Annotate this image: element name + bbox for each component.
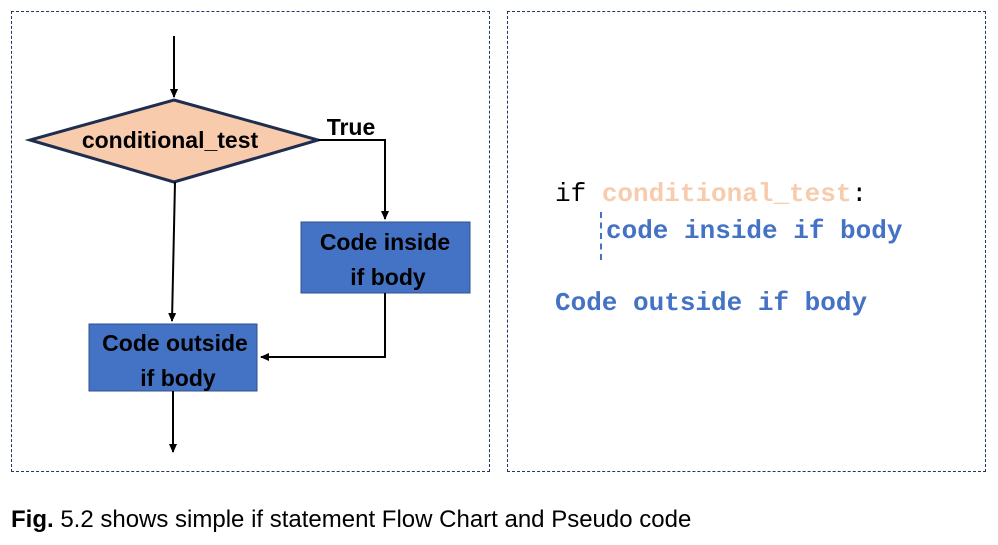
code-inside-label-line1: Code inside bbox=[320, 229, 450, 255]
code-inside-box bbox=[300, 221, 471, 294]
code-inside-label-line2: if body bbox=[350, 264, 426, 290]
condition-text: conditional_test bbox=[601, 179, 852, 209]
caption-text: 5.2 shows simple if statement Flow Chart… bbox=[53, 506, 692, 533]
code-outside-label-line1: Code outside bbox=[102, 330, 248, 356]
code-outside-box bbox=[88, 323, 258, 392]
decision-label: conditional_test bbox=[82, 127, 259, 153]
true-label: True bbox=[327, 114, 376, 140]
figure-caption: Fig. 5.2 shows simple if statement Flow … bbox=[11, 506, 691, 534]
pseudocode-if-line: if conditional_test: bbox=[555, 181, 867, 207]
pseudocode-outside-line: Code outside if body bbox=[555, 288, 868, 318]
true-branch-arrow bbox=[318, 139, 389, 220]
code-outside-label-line2: if body bbox=[140, 365, 216, 391]
pseudocode-panel bbox=[507, 11, 986, 472]
false-branch-arrow bbox=[168, 181, 177, 322]
indent-guide bbox=[600, 212, 602, 260]
if-keyword: if bbox=[555, 179, 587, 209]
colon: : bbox=[851, 179, 868, 209]
merge-arrow bbox=[260, 293, 386, 361]
pseudocode-inside-line: code inside if body bbox=[606, 216, 903, 246]
caption-prefix: Fig. bbox=[11, 506, 54, 533]
flowchart-panel bbox=[11, 11, 490, 472]
